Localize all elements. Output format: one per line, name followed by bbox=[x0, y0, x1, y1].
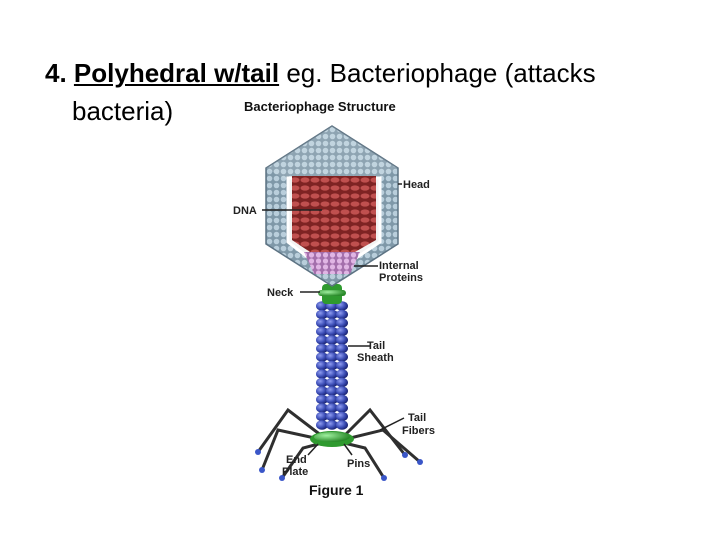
label-end-plate-1: End bbox=[286, 454, 307, 466]
sheath-bead bbox=[326, 343, 338, 354]
sheath-bead bbox=[336, 420, 348, 430]
end-plate bbox=[310, 431, 354, 447]
sheath-bead bbox=[316, 369, 328, 379]
sheath-bead bbox=[336, 326, 348, 337]
pin-tips bbox=[255, 449, 423, 481]
label-tail-sheath-1: Tail bbox=[367, 340, 385, 352]
label-end-plate-2: Plate bbox=[282, 466, 308, 478]
sheath-bead bbox=[336, 360, 348, 371]
figure-caption: Figure 1 bbox=[309, 482, 364, 498]
label-dna: DNA bbox=[233, 205, 257, 217]
sheath-bead bbox=[316, 411, 328, 422]
sheath-bead bbox=[336, 403, 348, 413]
capsid-head bbox=[265, 125, 399, 287]
sheath-bead bbox=[336, 318, 348, 328]
sheath-bead bbox=[326, 352, 338, 362]
label-head: Head bbox=[403, 179, 430, 191]
sheath-bead bbox=[316, 394, 328, 405]
sheath-bead bbox=[336, 352, 348, 362]
label-pins: Pins bbox=[347, 458, 370, 470]
slide-title: 4. Polyhedral w/tail eg. Bacteriophage (… bbox=[45, 54, 705, 130]
sheath-bead bbox=[316, 360, 328, 371]
sheath-bead bbox=[336, 369, 348, 379]
figure-title: Bacteriophage Structure bbox=[244, 99, 396, 114]
sheath-bead bbox=[316, 403, 328, 413]
sheath-bead bbox=[326, 326, 338, 337]
label-internal-proteins-1: Internal bbox=[379, 260, 419, 272]
sheath-bead bbox=[316, 386, 328, 396]
sheath-bead bbox=[316, 420, 328, 430]
leader-lines bbox=[262, 183, 405, 456]
sheath-bead bbox=[326, 309, 338, 320]
sheath-bead bbox=[336, 335, 348, 345]
sheath-bead bbox=[316, 343, 328, 354]
sheath-bead bbox=[326, 420, 338, 430]
sheath-bead bbox=[326, 335, 338, 345]
sheath-bead bbox=[326, 386, 338, 396]
label-internal-proteins-2: Proteins bbox=[379, 272, 423, 284]
sheath-bead bbox=[316, 377, 328, 388]
title-text-line1: eg. Bacteriophage (attacks bbox=[279, 58, 596, 88]
sheath-bead bbox=[316, 335, 328, 345]
title-text-line2: bacteria) bbox=[72, 96, 174, 126]
sheath-bead bbox=[326, 394, 338, 405]
sheath-bead bbox=[326, 377, 338, 388]
sheath-bead bbox=[326, 360, 338, 371]
label-tail-sheath-2: Sheath bbox=[357, 352, 394, 364]
sheath-bead bbox=[336, 343, 348, 354]
item-number: 4. bbox=[45, 58, 67, 88]
label-tail-fibers-2: Fibers bbox=[402, 425, 435, 437]
neck bbox=[318, 284, 346, 304]
sheath-bead bbox=[336, 377, 348, 388]
sheath-bead bbox=[316, 352, 328, 362]
term-polyhedral-with-tail: Polyhedral w/tail bbox=[73, 58, 280, 88]
sheath-bead bbox=[326, 403, 338, 413]
sheath-bead bbox=[326, 369, 338, 379]
sheath-bead bbox=[326, 318, 338, 328]
sheath-bead bbox=[326, 411, 338, 422]
sheath-bead bbox=[316, 326, 328, 337]
label-neck: Neck bbox=[267, 287, 294, 299]
sheath-bead bbox=[316, 309, 328, 320]
sheath-bead bbox=[316, 318, 328, 328]
tail-sheath bbox=[316, 301, 348, 430]
sheath-bead bbox=[336, 386, 348, 396]
sheath-bead bbox=[336, 309, 348, 320]
sheath-bead bbox=[336, 394, 348, 405]
label-tail-fibers-1: Tail bbox=[408, 412, 426, 424]
sheath-bead bbox=[336, 411, 348, 422]
